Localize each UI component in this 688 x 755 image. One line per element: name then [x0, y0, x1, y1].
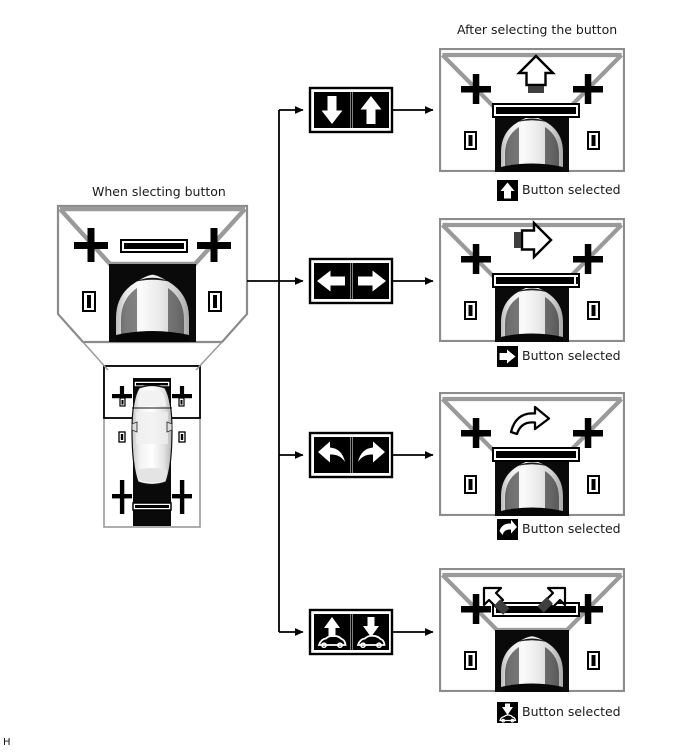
- caption-button-selected-2: Button selected: [522, 348, 621, 363]
- caption-button-selected-3: Button selected: [522, 521, 621, 536]
- arrow-left-icon: [314, 263, 350, 299]
- vehicle-topdown: [131, 384, 173, 486]
- caption-icon-arrow-right: [497, 346, 518, 367]
- button-pair-up-down[interactable]: [308, 86, 394, 134]
- result-panel-left-right: [440, 219, 624, 342]
- button-pair-vehicle-tilt[interactable]: [308, 608, 394, 656]
- diagonal-arrows-outline-icon: [482, 586, 567, 615]
- caption-icon-arrow-up: [497, 180, 518, 201]
- arrow-right-outline-icon: [514, 220, 553, 260]
- source-camera-view: [56, 204, 249, 344]
- caption-button-selected-4: Button selected: [522, 704, 621, 719]
- page-title-right: After selecting the button: [457, 22, 618, 37]
- alignment-cross-left: [74, 228, 108, 262]
- button-pair-rotate[interactable]: [308, 431, 394, 479]
- car-arrow-up-icon: [314, 614, 350, 650]
- car-arrow-down-icon: [353, 614, 389, 650]
- result-panel-up-down: [440, 49, 624, 172]
- arrow-right-icon: [353, 263, 389, 299]
- result-panel-vehicle-tilt: [440, 569, 624, 692]
- rotate-left-icon: [314, 437, 350, 473]
- page-title-left: When slecting button: [92, 184, 226, 199]
- caption-button-selected-1: Button selected: [522, 182, 621, 197]
- side-marker-left: [82, 291, 96, 312]
- arrow-up-outline-icon: [516, 54, 556, 93]
- caption-icon-rotate-right: [497, 519, 518, 540]
- button-pair-left-right[interactable]: [308, 257, 394, 305]
- rotate-right-icon: [353, 437, 389, 473]
- side-marker-right: [208, 291, 222, 312]
- rotate-right-outline-icon: [509, 405, 551, 436]
- arrow-down-icon: [314, 92, 350, 128]
- page-corner-mark: H: [3, 737, 11, 748]
- connector-tree: [247, 106, 434, 636]
- result-panel-rotate: [440, 393, 624, 516]
- arrow-up-icon: [353, 92, 389, 128]
- alignment-cross-right: [197, 228, 231, 262]
- caption-icon-car-down: [497, 702, 518, 723]
- birdseye-view: [82, 341, 223, 528]
